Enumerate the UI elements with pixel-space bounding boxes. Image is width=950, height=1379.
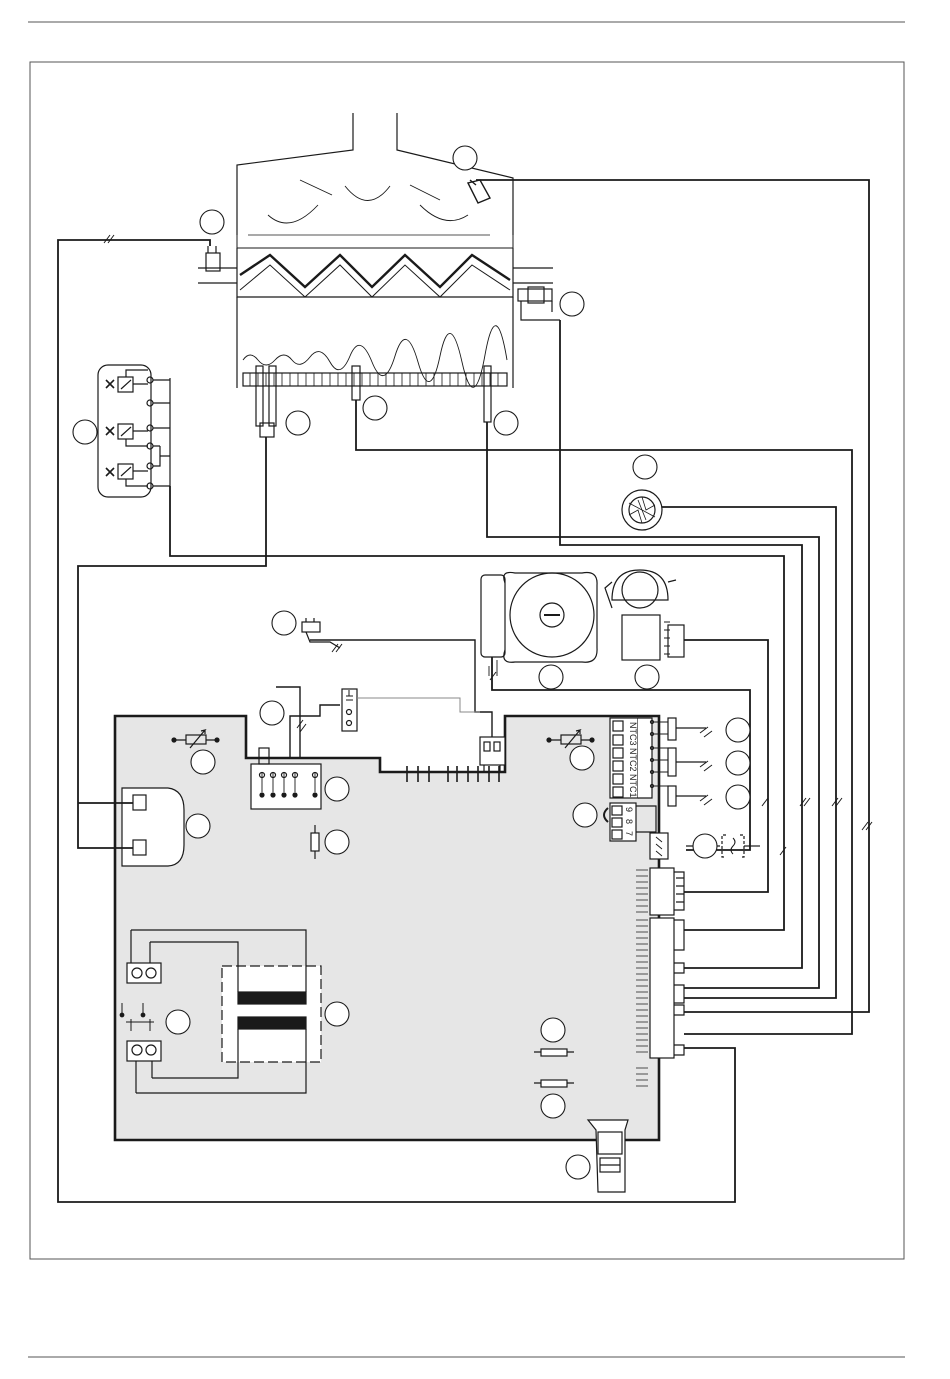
flue-thermostat-icon bbox=[468, 180, 490, 203]
pump-connector-icon bbox=[480, 737, 505, 773]
callout-three-way-valve bbox=[635, 665, 659, 689]
callout-power-connector bbox=[186, 814, 210, 838]
ntc3-label: NTC3 bbox=[628, 722, 638, 746]
control-board bbox=[115, 716, 659, 1140]
callout-ntc2 bbox=[726, 751, 750, 775]
callout-gas-valve bbox=[73, 420, 97, 444]
callout-board-fuse bbox=[325, 830, 349, 854]
callout-fuse-f1 bbox=[541, 1018, 565, 1042]
callout-ntc1 bbox=[726, 785, 750, 809]
pin8-label: 8 bbox=[624, 819, 634, 824]
callout-pot-right bbox=[570, 746, 594, 770]
callout-transformer bbox=[325, 1002, 349, 1026]
callout-terminal-987 bbox=[573, 803, 597, 827]
callout-flow-ntc bbox=[560, 292, 584, 316]
fan-icon bbox=[622, 490, 662, 530]
callout-flue-thermostat bbox=[453, 146, 477, 170]
callout-fuse-f2 bbox=[541, 1094, 565, 1118]
callout-pot-left bbox=[191, 750, 215, 774]
dhw-sensor-icon bbox=[302, 618, 340, 648]
pump-icon bbox=[481, 572, 597, 676]
callout-detection-electrode bbox=[363, 396, 387, 420]
callout-relay-block bbox=[325, 777, 349, 801]
heat-exchanger bbox=[198, 113, 553, 388]
three-way-valve-icon bbox=[605, 570, 684, 660]
ntc1-label: NTC1 bbox=[628, 774, 638, 798]
callout-ignition-electrode bbox=[286, 411, 310, 435]
pressure-switch-icon bbox=[342, 689, 480, 731]
callout-jumper bbox=[166, 1010, 190, 1034]
power-connector-icon bbox=[122, 788, 184, 866]
callout-pump bbox=[539, 665, 563, 689]
callout-display-module bbox=[566, 1155, 590, 1179]
callout-ntc3 bbox=[726, 718, 750, 742]
flow-ntc-icon bbox=[518, 287, 560, 320]
callout-dhw-sensor bbox=[272, 611, 296, 635]
pin9-label: 9 bbox=[624, 807, 634, 812]
callout-room-thermostat bbox=[693, 834, 717, 858]
ntc-terminal-strip bbox=[610, 718, 676, 806]
callout-pressure-switch bbox=[260, 701, 284, 725]
ntc2-label: NTC2 bbox=[628, 748, 638, 772]
callout-overheat-thermostat bbox=[200, 210, 224, 234]
callout-fan bbox=[633, 455, 657, 479]
overheat-thermostat-icon bbox=[206, 246, 220, 271]
gas-valve-icon bbox=[98, 365, 170, 497]
pin7-label: 7 bbox=[624, 831, 634, 836]
callout-rear-electrode bbox=[494, 411, 518, 435]
